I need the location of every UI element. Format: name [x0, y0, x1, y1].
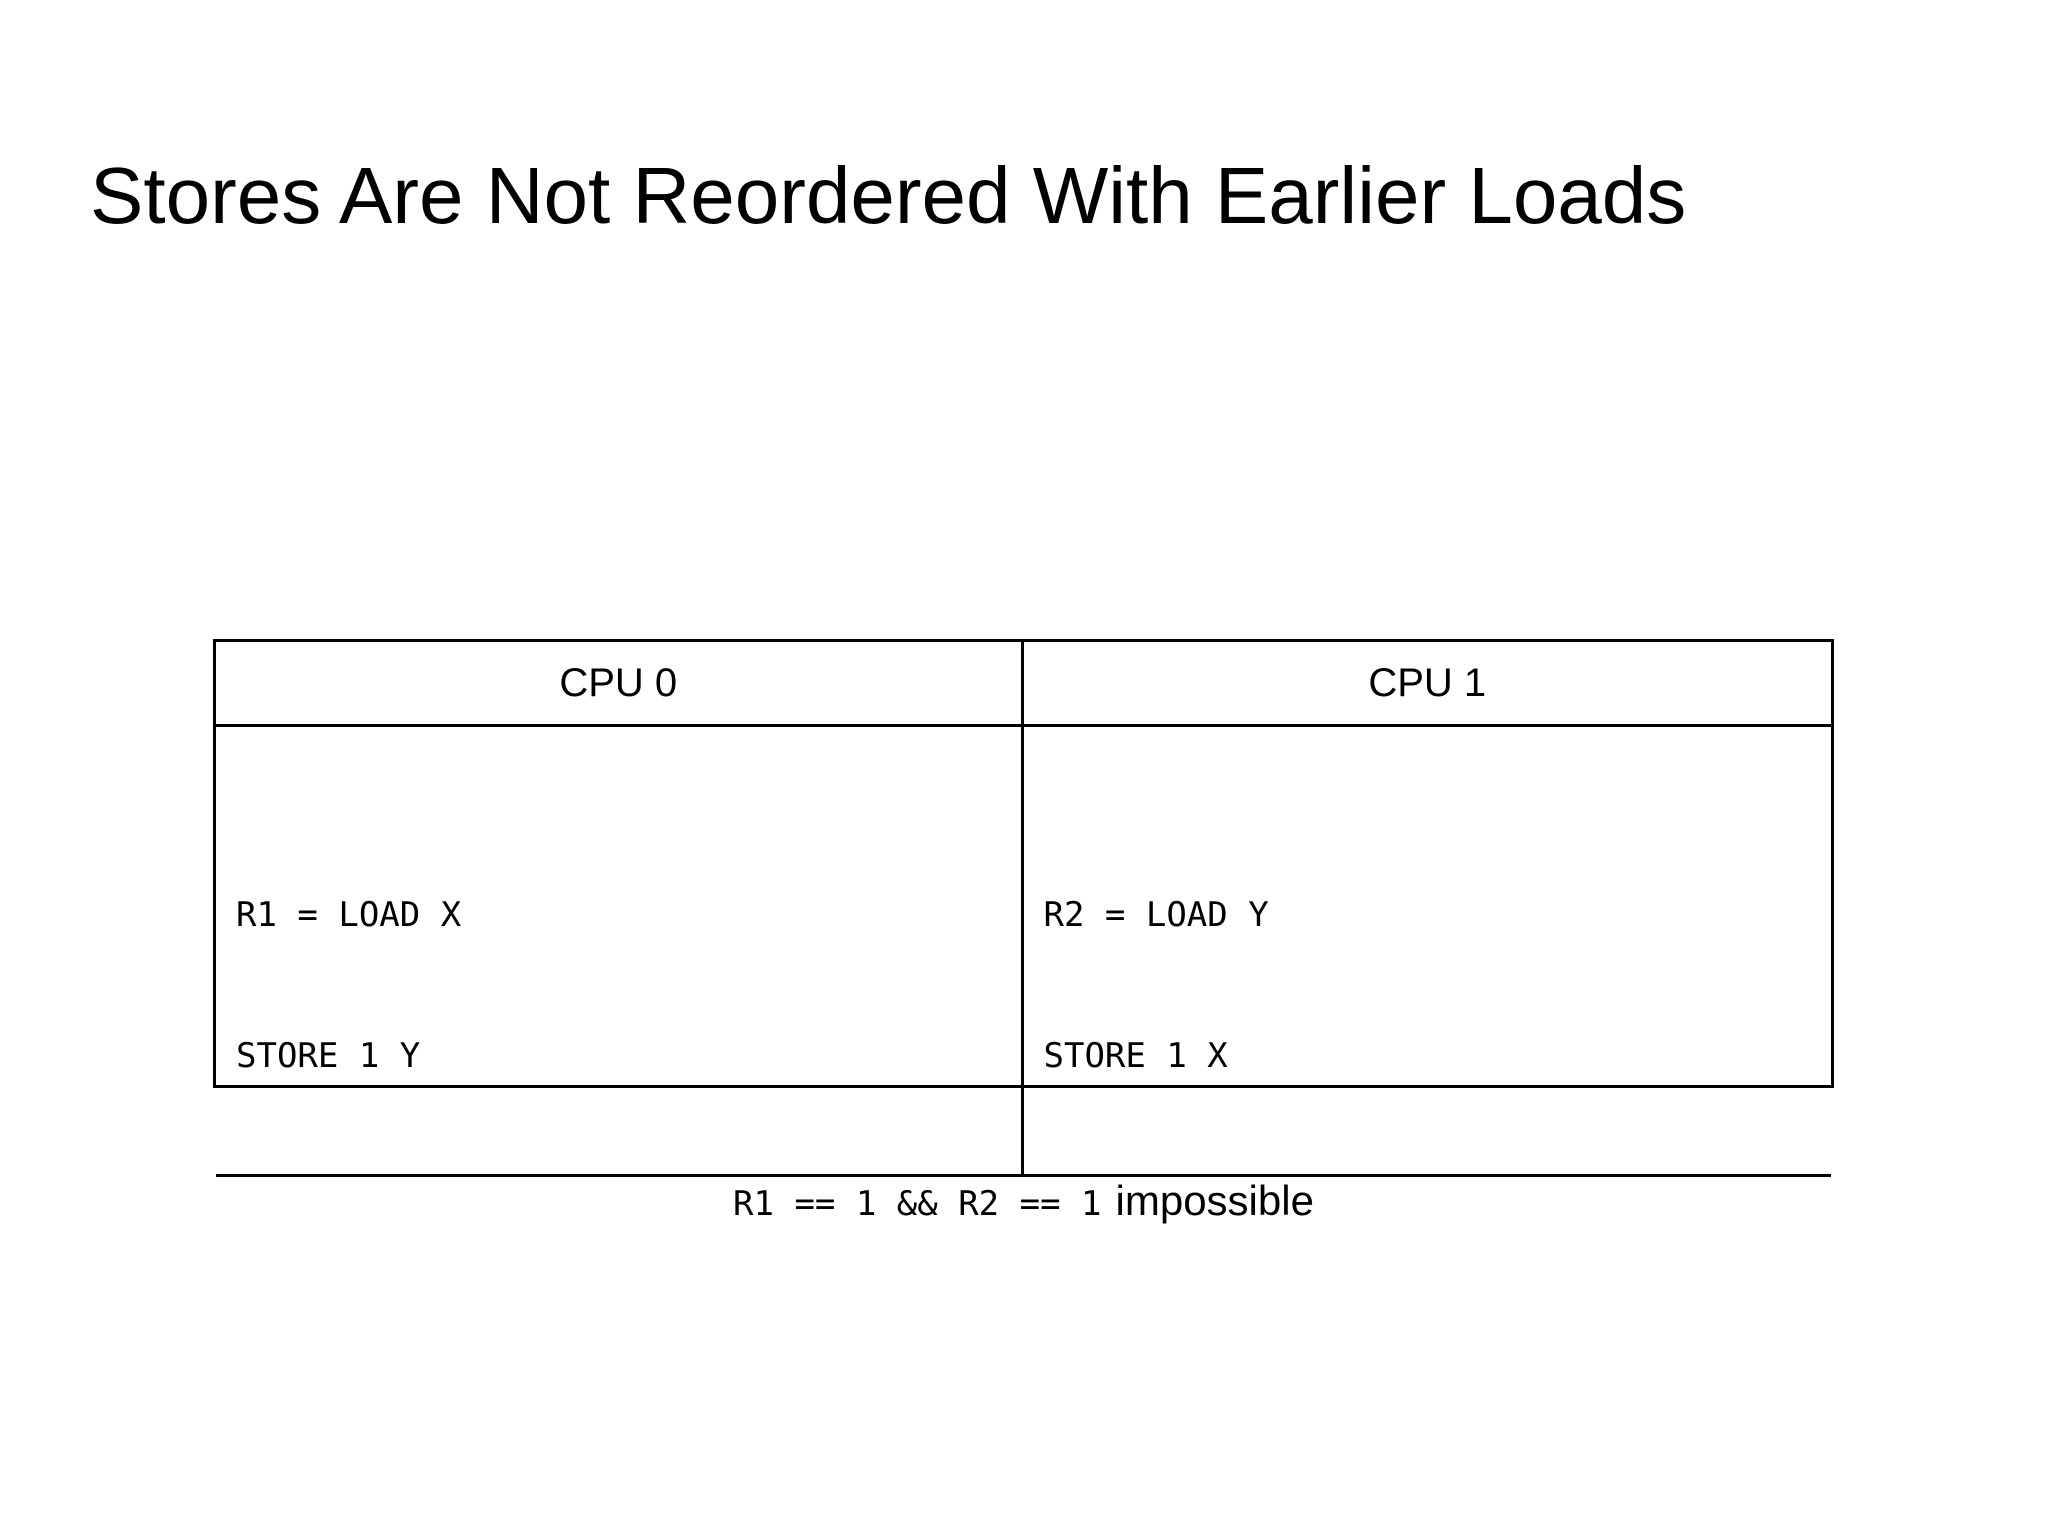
cpu0-code-line-1: R1 = LOAD X — [236, 895, 462, 935]
cpu1-code-line-1: R2 = LOAD Y — [1043, 895, 1269, 935]
cpu-table-body-row: R1 = LOAD X STORE 1 Y R2 = LOAD Y STORE … — [216, 727, 1831, 1177]
cpu1-header-cell: CPU 1 — [1368, 660, 1487, 705]
result-code: R1 == 1 && R2 == 1 — [733, 1184, 1102, 1224]
cpu1-code-cell: R2 = LOAD Y STORE 1 X — [1024, 727, 1832, 1174]
cpu0-code-cell: R1 = LOAD X STORE 1 Y — [216, 727, 1024, 1174]
cpu-table: CPU 0 CPU 1 R1 = LOAD X STORE 1 Y R2 = L… — [213, 639, 1834, 1224]
cpu0-header-cell: CPU 0 — [216, 642, 1024, 724]
result-row: R1 == 1 && R2 == 1 impossible — [216, 1177, 1831, 1258]
result-label: impossible — [1115, 1177, 1314, 1224]
cpu1-code-line-2: STORE 1 X — [1043, 1036, 1228, 1076]
cpu-table-header-row: CPU 0 CPU 1 — [216, 642, 1831, 727]
cpu0-code-line-2: STORE 1 Y — [236, 1036, 421, 1076]
slide-title: Stores Are Not Reordered With Earlier Lo… — [90, 151, 1687, 240]
